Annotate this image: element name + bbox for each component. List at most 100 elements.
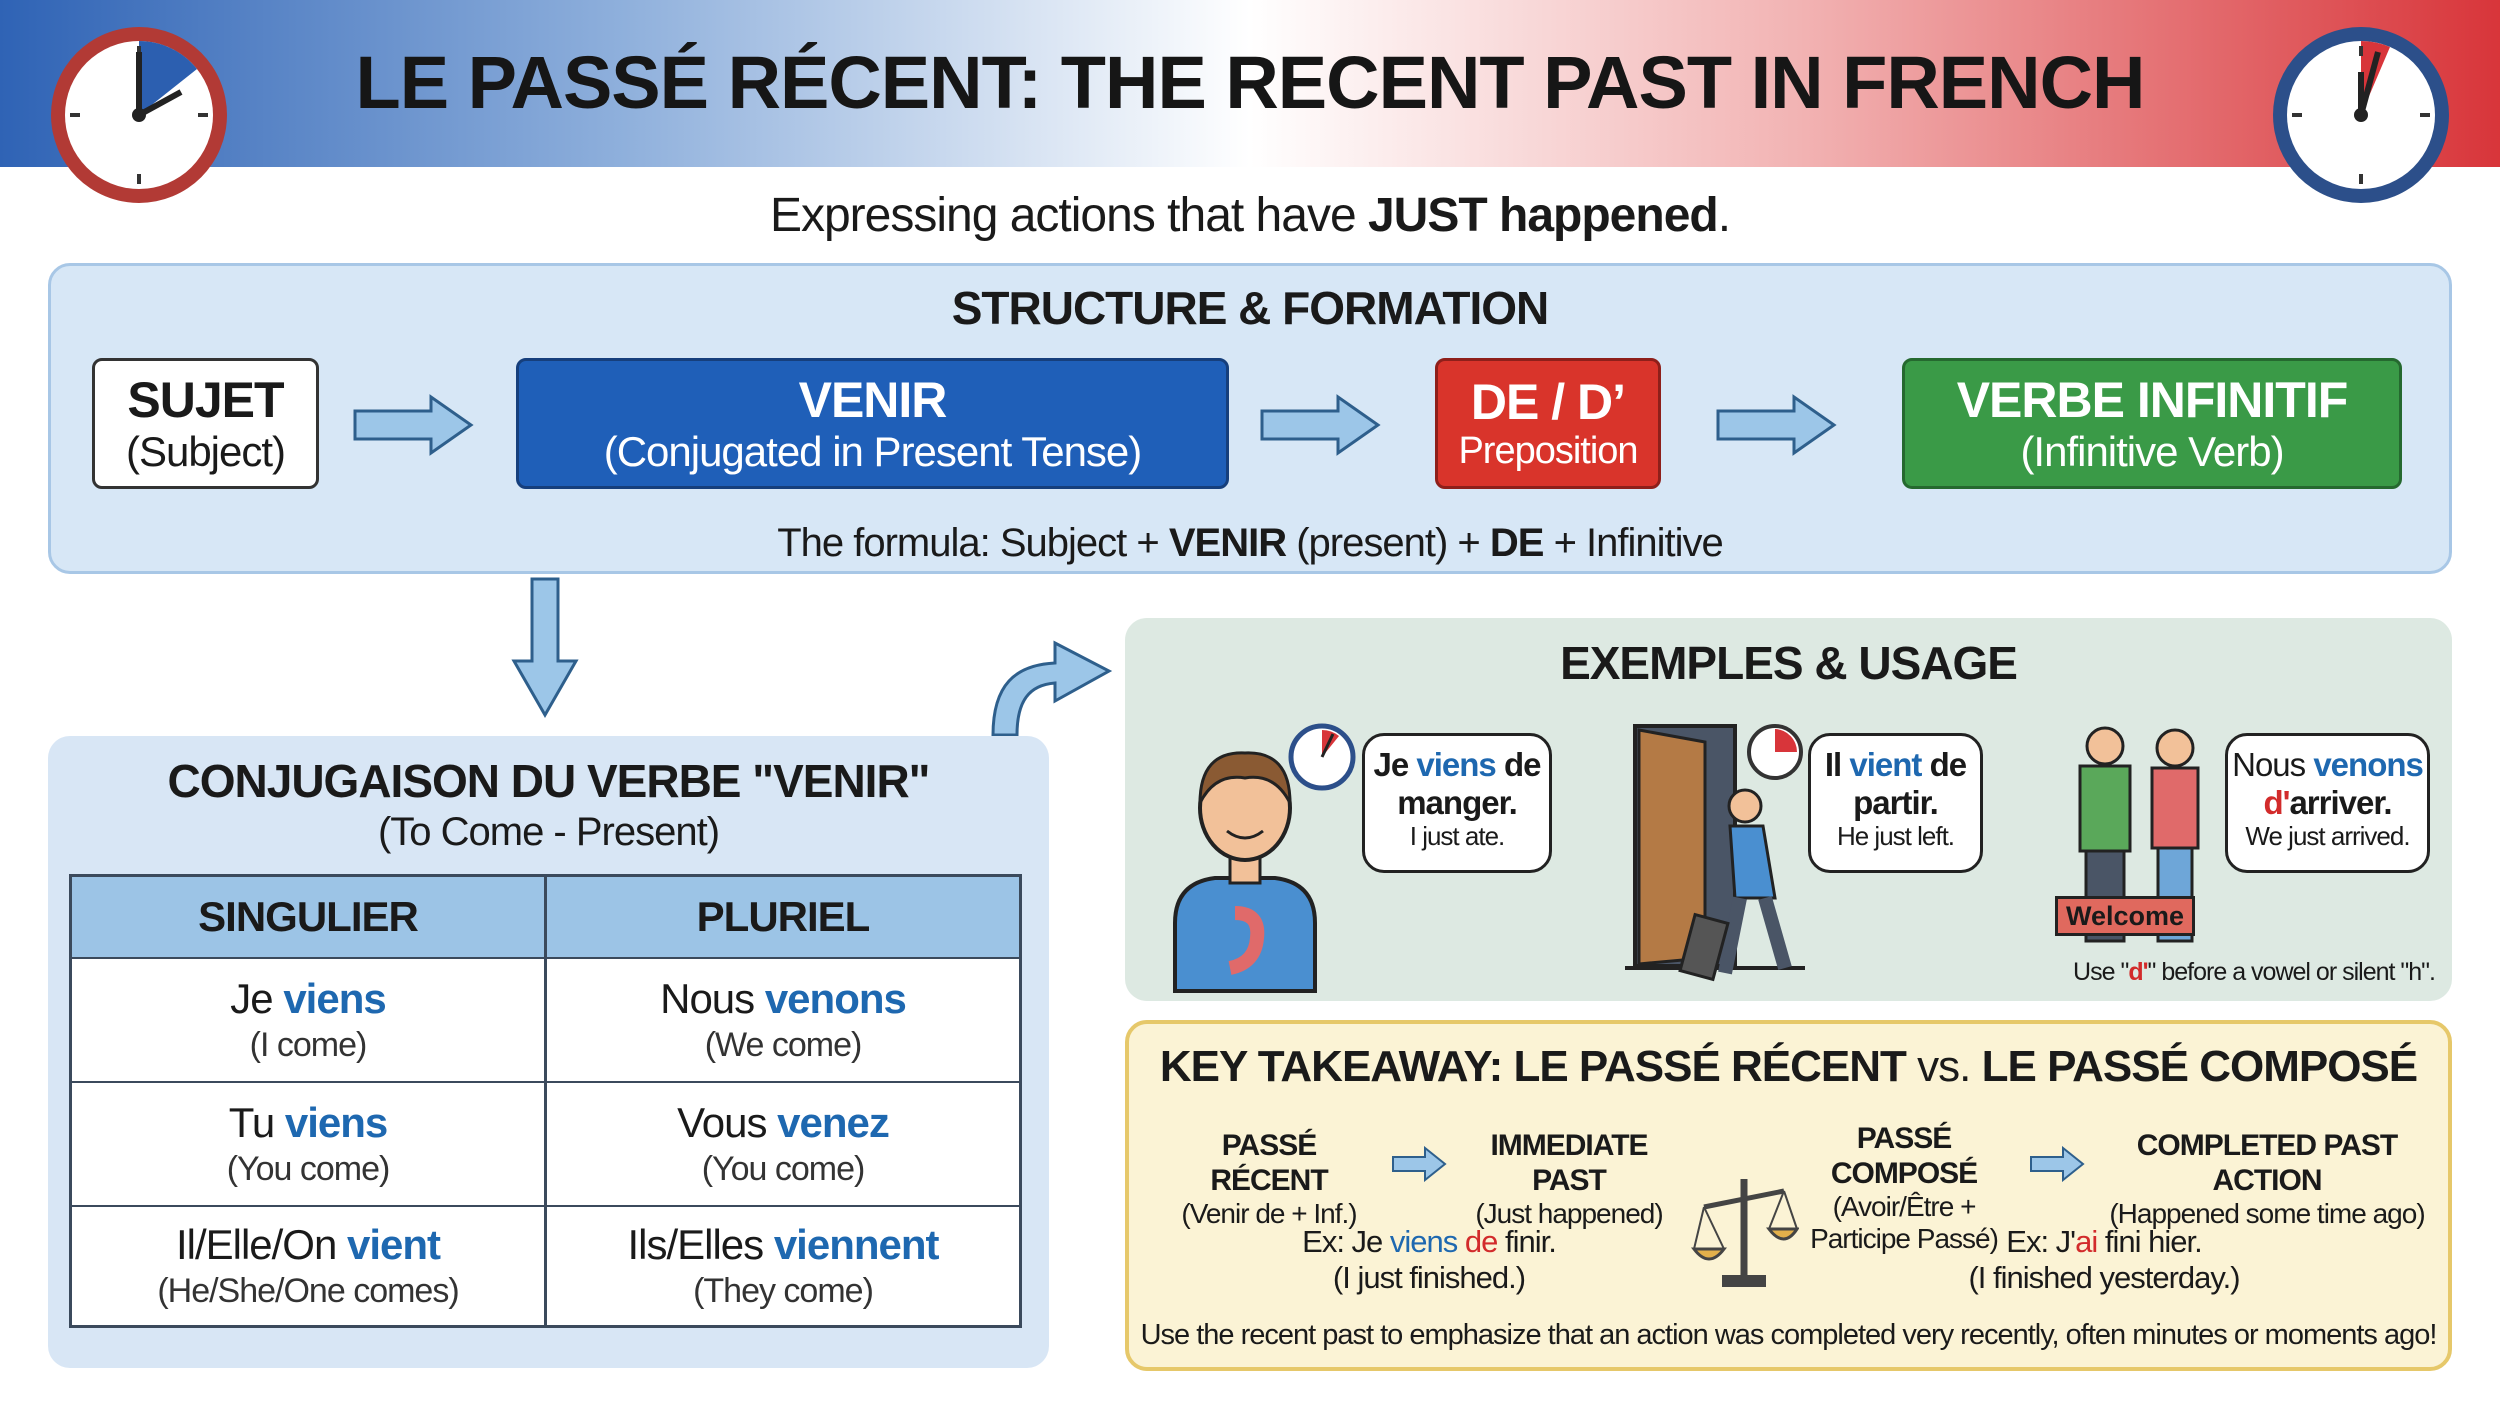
conjugation-table: SINGULIER PLURIEL Je viens(I come) Nous … [69, 874, 1022, 1328]
conjugation-title: CONJUGAISON DU VERBE "VENIR" [167, 755, 931, 807]
speech-bubble: Il vient de partir. He just left. [1808, 733, 1983, 873]
verb-form: venons [764, 975, 907, 1023]
scale-icon [1690, 1179, 1799, 1287]
table-cell: Tu viens(You come) [72, 1083, 544, 1205]
couple-arriving-illustration [2078, 726, 2200, 943]
subject-box: SUJET (Subject) [92, 358, 319, 489]
pronoun: Tu [228, 1099, 285, 1147]
preposition: de [1464, 1224, 1498, 1259]
subtitle-text: Expressing actions that have [769, 189, 1368, 242]
header-singulier: SINGULIER [72, 877, 544, 957]
verb: vient [1849, 746, 1922, 783]
box-sub: (Infinitive Verb) [2020, 427, 2284, 475]
box-sub: (Conjugated in Present Tense) [603, 427, 1143, 475]
infinitive-box: VERBE INFINITIF (Infinitive Verb) [1902, 358, 2402, 489]
speech-bubble: Je viens de manger. I just ate. [1362, 733, 1552, 873]
arrow-right-icon [1260, 394, 1381, 456]
formula-part: + Infinitive [1543, 521, 1724, 565]
box-main: DE / D’ [1470, 374, 1626, 431]
translation: I just ate. [1409, 820, 1506, 851]
box-sub: (Subject) [125, 427, 286, 475]
elision: d' [2263, 783, 2290, 821]
pronoun: Il/Elle/On [175, 1221, 348, 1269]
curved-arrow-icon [991, 640, 1113, 737]
pronoun: Je [230, 975, 284, 1023]
passe-compose-label: PASSÉ COMPOSÉ(Avoir/Être +Participe Pass… [1799, 1122, 2009, 1255]
immediate-past-label: IMMEDIATE PAST(Just happened) [1454, 1129, 1684, 1230]
box-main: SUJET [127, 371, 284, 428]
formula-de: DE [1489, 521, 1545, 565]
arrow-right-icon [2030, 1146, 2085, 1182]
verb: viens [1389, 1224, 1458, 1259]
formula-part: The formula: Subject + [777, 521, 1169, 565]
verb-form: viennent [773, 1221, 940, 1269]
recent-example: Ex: Je viens de finir.(I just finished.) [1264, 1224, 1594, 1295]
text: Nous [2232, 746, 2314, 783]
text: " before a vowel or silent "h". [2147, 958, 2436, 986]
arrow-right-icon [1392, 1146, 1447, 1182]
elision-note: Use "d'" before a vowel or silent "h". [2050, 958, 2436, 987]
text: d' [2128, 958, 2148, 986]
text: arriver. [2289, 783, 2392, 821]
passe-recent-label: PASSÉ RÉCENT(Venir de + Inf.) [1169, 1129, 1369, 1230]
text: (Just happened) [1475, 1198, 1663, 1229]
gloss: (You come) [701, 1149, 866, 1188]
formula-part: (present) + [1286, 521, 1490, 565]
clock-icon-right [2273, 27, 2449, 203]
text: Ex: Je [1302, 1224, 1390, 1259]
man-leaving-illustration [1625, 724, 1805, 982]
verb: viens [1416, 746, 1496, 783]
table-cell: Nous venons(We come) [544, 959, 1019, 1081]
title-banner [0, 0, 2500, 167]
table-cell: Je viens(I come) [72, 959, 544, 1081]
key-takeaway-panel: KEY TAKEAWAY: LE PASSÉ RÉCENT vs. LE PAS… [1125, 1020, 2452, 1371]
verb-form: viens [283, 975, 386, 1023]
translation: (I just finished.) [1332, 1259, 1526, 1295]
pronoun: Ils/Elles [627, 1221, 774, 1269]
de-box: DE / D’ Preposition [1435, 358, 1661, 489]
structure-panel: STRUCTURE & FORMATION SUJET (Subject) VE… [48, 263, 2452, 574]
text: LE PASSÉ COMPOSÉ [1970, 1042, 2418, 1091]
venir-box: VENIR (Conjugated in Present Tense) [516, 358, 1229, 489]
table-row: Je viens(I come) Nous venons(We come) [72, 957, 1019, 1081]
pronoun: Vous [677, 1099, 778, 1147]
gloss: (He/She/One comes) [157, 1271, 459, 1310]
table-row: Il/Elle/On vient(He/She/One comes) Ils/E… [72, 1205, 1019, 1325]
text: vs. [1917, 1042, 1971, 1091]
formula-text: The formula: Subject + VENIR (present) +… [51, 521, 2449, 566]
welcome-mat: Welcome [2055, 896, 2195, 936]
page-subtitle: Expressing actions that have JUST happen… [0, 188, 2500, 243]
table-cell: Ils/Elles viennent(They come) [544, 1207, 1019, 1325]
table-row: Tu viens(You come) Vous venez(You come) [72, 1081, 1019, 1205]
text: finir. [1497, 1224, 1557, 1259]
text: IMMEDIATE PAST [1490, 1129, 1648, 1197]
clock-icon [1747, 724, 1803, 780]
gloss: (We come) [704, 1025, 863, 1064]
text: (Avoir/Être + [1832, 1191, 1977, 1222]
text: de [1921, 746, 1968, 783]
structure-title: STRUCTURE & FORMATION [951, 282, 1550, 334]
pronoun: Nous [660, 975, 765, 1023]
clock-icon [1288, 723, 1356, 791]
speech-bubble: Nous venons d'arriver. We just arrived. [2225, 733, 2430, 873]
conjugation-subtitle: (To Come - Present) [377, 810, 720, 854]
header-pluriel: PLURIEL [544, 877, 1019, 957]
translation: He just left. [1836, 820, 1955, 851]
text: manger. [1397, 783, 1518, 821]
text: COMPLETED PAST ACTION [2136, 1129, 2398, 1197]
text: Use " [2073, 958, 2129, 986]
text: KEY TAKEAWAY: LE PASSÉ RÉCENT [1159, 1042, 1918, 1091]
box-sub: Preposition [1458, 430, 1638, 473]
arrow-right-icon [1716, 394, 1837, 456]
verb-form: venez [777, 1099, 890, 1147]
table-cell: Vous venez(You come) [544, 1083, 1019, 1205]
text: de [1495, 746, 1542, 783]
takeaway-title: KEY TAKEAWAY: LE PASSÉ RÉCENT vs. LE PAS… [1129, 1042, 2448, 1092]
auxiliary: ai [2075, 1224, 2098, 1259]
subtitle-end: . [1717, 189, 1731, 242]
table-cell: Il/Elle/On vient(He/She/One comes) [72, 1207, 544, 1325]
text: partir. [1853, 783, 1939, 821]
text: Je [1373, 746, 1417, 783]
text: Il [1824, 746, 1850, 783]
verb-form: viens [284, 1099, 388, 1147]
